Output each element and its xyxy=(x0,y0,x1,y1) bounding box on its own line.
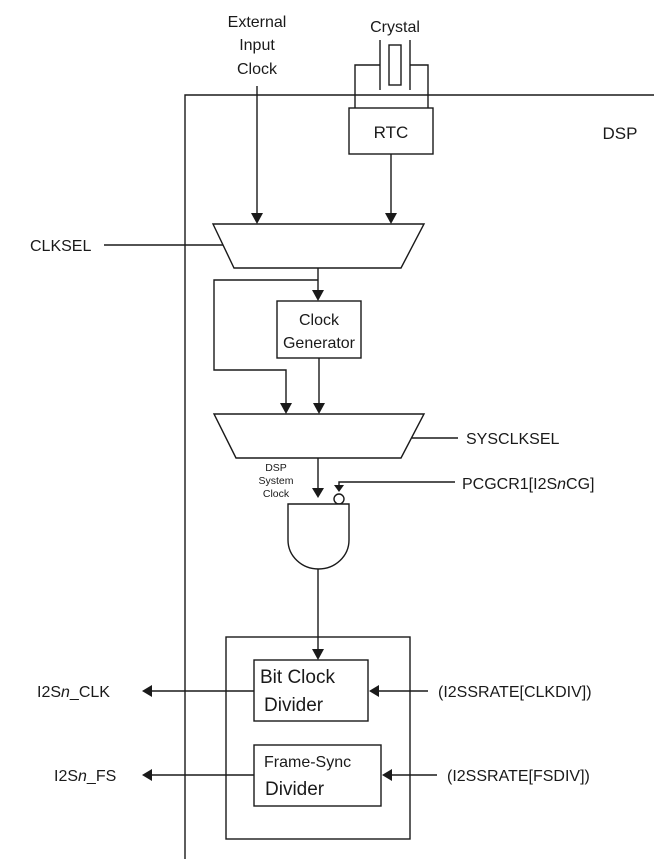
sysclksel-label: SYSCLKSEL xyxy=(466,431,559,448)
crystal-symbol xyxy=(354,40,429,108)
pcgcr1-wire xyxy=(333,481,455,505)
i2s-divider-container xyxy=(225,636,411,840)
sysclksel-mux xyxy=(212,413,426,459)
clkdiv-label: (I2SSRATE[CLKDIV]) xyxy=(438,684,592,701)
clk-output-wire xyxy=(142,685,254,697)
crystal-label: Crystal xyxy=(370,19,420,36)
fsdiv-label: (I2SSRATE[FSDIV]) xyxy=(447,768,590,785)
external-input-clock-label: External Input Clock xyxy=(228,14,287,78)
clock-generator-block: Clock Generator xyxy=(276,300,362,359)
svg-text:Divider: Divider xyxy=(264,695,324,716)
fsdiv-input-wire xyxy=(382,769,437,781)
i2s-fs-output-label: I2Sn_FS xyxy=(54,768,116,785)
svg-text:Frame-Sync: Frame-Sync xyxy=(264,754,351,771)
svg-text:Divider: Divider xyxy=(265,779,325,800)
gate-output-wire xyxy=(312,569,324,660)
clkdiv-input-wire xyxy=(369,685,428,697)
frame-sync-divider-block: Frame-Sync Divider xyxy=(253,744,382,807)
clksel-mux xyxy=(211,223,426,269)
rtc-output-wire xyxy=(385,154,397,224)
pcgcr1-label: PCGCR1[I2SnCG] xyxy=(462,476,595,493)
external-clock-wire xyxy=(251,86,263,224)
dsp-system-clock-label: DSP System Clock xyxy=(258,462,293,500)
svg-text:System: System xyxy=(258,475,293,487)
svg-text:Generator: Generator xyxy=(283,335,356,352)
svg-text:DSP: DSP xyxy=(265,462,287,474)
clock-generator-output-wire xyxy=(313,358,325,414)
clksel-label: CLKSEL xyxy=(30,238,91,255)
bit-clock-divider-block: Bit Clock Divider xyxy=(253,659,369,722)
clksel-output-wire xyxy=(312,268,324,301)
rtc-label: RTC xyxy=(374,123,409,142)
and-gate xyxy=(287,503,350,570)
svg-text:Input: Input xyxy=(239,37,275,54)
bypass-wire xyxy=(213,279,318,414)
dsp-label: DSP xyxy=(603,124,638,143)
fs-output-wire xyxy=(142,769,254,781)
system-clock-wire xyxy=(312,458,324,498)
dsp-boundary xyxy=(184,94,654,859)
svg-text:Bit Clock: Bit Clock xyxy=(260,667,335,688)
i2s-clk-output-label: I2Sn_CLK xyxy=(37,684,110,701)
svg-text:External: External xyxy=(228,14,287,31)
svg-text:Clock: Clock xyxy=(237,61,278,78)
rtc-block: RTC xyxy=(348,107,434,155)
svg-text:Clock: Clock xyxy=(263,488,290,500)
svg-text:Clock: Clock xyxy=(299,312,340,329)
